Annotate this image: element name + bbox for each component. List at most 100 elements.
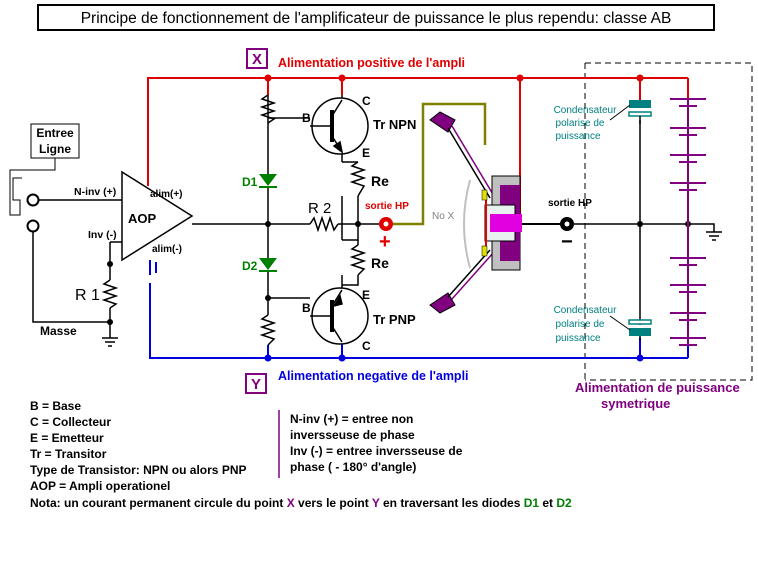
capacitor-top	[628, 100, 652, 124]
speaker-wire-plus	[393, 102, 487, 226]
re-top-link	[342, 161, 359, 241]
npn-collector-label: C	[362, 94, 371, 108]
input-jack-hot	[26, 193, 40, 207]
title-box	[37, 4, 715, 31]
transistor-npn	[310, 97, 369, 155]
loudspeaker	[429, 111, 522, 314]
capacitor-top-label-3: puissance	[555, 131, 600, 142]
capacitor-top-label: Condensateur polarise de puissance	[554, 105, 617, 142]
legend-left-line-3: E = Emetteur	[30, 431, 104, 445]
legend-left: B = Base C = Collecteur E = Emetteur Tr …	[30, 399, 247, 493]
no-x-label: No X	[432, 211, 455, 222]
nota-prefix: Nota: un courant permanent circule du po…	[30, 496, 287, 510]
masse-label: Masse	[40, 324, 77, 338]
nota-middle2: en traversant les diodes	[380, 496, 524, 510]
plus-sign-label: +	[379, 231, 391, 253]
legend-left-line-5: Type de Transistor: NPN ou alors PNP	[30, 463, 247, 477]
ground-symbol-right	[706, 231, 722, 241]
capacitor-bottom-label: Condensateur polarise de puissance	[554, 305, 617, 344]
legend-left-line-1: B = Base	[30, 399, 81, 413]
tr-npn-label: Tr NPN	[373, 117, 416, 132]
supply-caption-1: Alimentation de puissance	[575, 380, 740, 395]
re-bottom-link	[342, 240, 359, 286]
capacitor-top-pointer	[609, 104, 631, 121]
input-jack-symbol	[9, 158, 56, 216]
re-top-resistor	[349, 161, 367, 197]
hp-output-right-label: sortie HP	[548, 198, 592, 209]
ground-symbol-left	[102, 337, 118, 347]
supply-caption-2: symetrique	[601, 396, 670, 411]
page-title: Principe de fonctionnement de l'amplific…	[81, 10, 672, 27]
hp-output-left-terminal-center	[383, 221, 389, 227]
diode-d2	[259, 258, 277, 272]
negative-rail-nodes	[264, 354, 644, 362]
r2-resistor	[309, 215, 339, 233]
legend-left-line-2: C = Collecteur	[30, 415, 111, 429]
capacitor-bottom-pointer	[609, 315, 631, 331]
legend-left-line-4: Tr = Transitor	[30, 447, 107, 461]
pnp-emitter-label: E	[362, 288, 370, 302]
diode-d1	[259, 174, 277, 188]
battery-stack	[670, 98, 706, 346]
pnp-base-label: B	[302, 301, 311, 315]
hp-output-left-label: sortie HP	[365, 201, 409, 212]
point-y-label: Y	[251, 376, 261, 393]
capacitor-top-label-2: polarise de	[556, 118, 605, 129]
input-line-label-2: Ligne	[39, 142, 71, 156]
point-x-label: X	[252, 51, 262, 68]
positive-rail	[147, 77, 689, 224]
alim-plus-label: alim(+)	[150, 189, 183, 200]
re-top-label: Re	[371, 173, 389, 189]
r2-label: R 2	[308, 200, 331, 217]
point-y-box	[245, 373, 267, 394]
legend-right-line-3: Inv (-) = entree inversseuse de	[290, 444, 463, 458]
r1-resistor	[101, 279, 119, 309]
r1-label: R 1	[75, 287, 100, 304]
supply-ground-line	[574, 120, 715, 325]
tr-pnp-label: Tr PNP	[373, 312, 416, 327]
r1-node	[107, 261, 113, 267]
ground-node	[107, 319, 113, 325]
transistor-pnp	[310, 287, 369, 345]
re-bottom-label: Re	[371, 255, 389, 271]
nota-and: et	[539, 496, 556, 510]
nota-d2: D2	[556, 496, 572, 510]
op-amp	[121, 170, 194, 262]
npn-emitter-label: E	[362, 146, 370, 160]
nota-y: Y	[372, 496, 380, 510]
bias-resistor-bottom	[259, 314, 277, 346]
hp-output-right-terminal-center	[564, 221, 570, 227]
legend-right-line-1: N-inv (+) = entree non	[290, 412, 413, 426]
legend-right: N-inv (+) = entree non inversseuse de ph…	[290, 412, 463, 474]
nota-middle: vers le point	[295, 496, 372, 510]
n-inv-pin-label: N-inv (+)	[74, 186, 116, 198]
capacitor-bottom-label-3: puissance	[555, 333, 600, 344]
input-line-label-1: Entree	[36, 126, 74, 140]
positive-rail-nodes	[264, 74, 644, 82]
negative-supply-label: Alimentation negative de l'ampli	[278, 369, 469, 383]
input-wiring	[32, 199, 122, 338]
d2-label: D2	[242, 259, 258, 273]
supply-frame	[585, 62, 753, 381]
legend-right-line-2: inversseuse de phase	[290, 428, 415, 442]
nota-x: X	[287, 496, 295, 510]
point-x-box	[246, 48, 268, 69]
bias-nodes	[265, 221, 361, 301]
input-line-box	[30, 123, 80, 159]
npn-base-label: B	[302, 111, 311, 125]
capacitor-bottom	[628, 319, 652, 340]
pnp-collector-label: C	[362, 339, 371, 353]
re-bottom-resistor	[349, 244, 367, 276]
alim-minus-label: alim(-)	[152, 244, 182, 255]
input-jack-ground	[26, 219, 40, 233]
d1-label: D1	[242, 175, 258, 189]
legend-right-line-4: phase ( - 180° d'angle)	[290, 460, 416, 474]
capacitor-bottom-label-1: Condensateur	[554, 305, 617, 316]
capacitor-top-label-1: Condensateur	[554, 105, 617, 116]
minus-sign-label: −	[561, 231, 573, 253]
nota-text: Nota: un courant permanent circule du po…	[30, 496, 572, 510]
capacitor-bottom-label-2: polarise de	[556, 319, 605, 330]
positive-supply-label: Alimentation positive de l'ampli	[278, 56, 465, 70]
legend-left-line-6: AOP = Ampli operationel	[30, 479, 170, 493]
